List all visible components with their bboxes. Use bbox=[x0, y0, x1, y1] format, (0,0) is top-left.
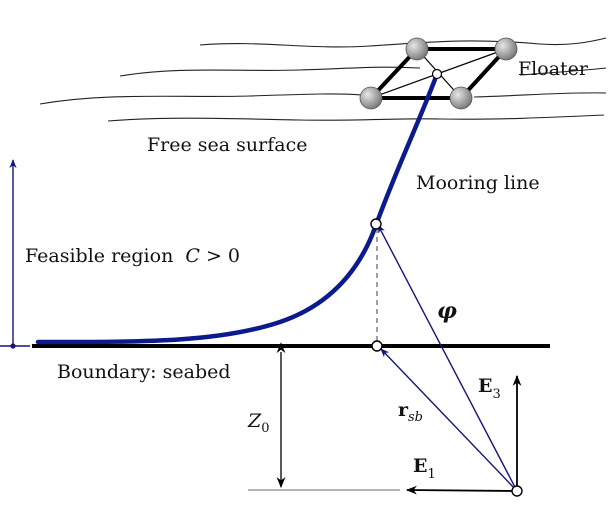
e1-label: E1 bbox=[413, 455, 436, 482]
wave-line-1 bbox=[199, 37, 607, 48]
rsb-main: r bbox=[398, 399, 409, 421]
e3-sub: 3 bbox=[492, 387, 500, 402]
feasible-region-text: Feasible region bbox=[25, 245, 173, 267]
z0-label: Z0 bbox=[247, 410, 269, 436]
feasible-region-arrow bbox=[0, 159, 30, 349]
e1-sub: 1 bbox=[427, 467, 435, 482]
phi-vector bbox=[377, 224, 518, 492]
floater-sphere-top-right bbox=[494, 37, 518, 61]
mooring-point bbox=[370, 218, 382, 230]
wave-line-2 bbox=[119, 66, 607, 77]
e3-main: E bbox=[478, 375, 492, 397]
boundary-label: Boundary: seabed bbox=[57, 361, 231, 383]
floater bbox=[359, 37, 518, 110]
phi-label: φ bbox=[437, 298, 457, 324]
z0-sub: 0 bbox=[261, 421, 269, 436]
e1-main: E bbox=[413, 455, 427, 477]
mooring-line bbox=[35, 71, 440, 345]
feasible-condition: > 0 bbox=[200, 245, 240, 267]
z0-dimension bbox=[248, 342, 400, 491]
floater-sphere-bottom-left bbox=[359, 86, 383, 110]
floater-label: Floater bbox=[518, 58, 589, 80]
vectors bbox=[377, 224, 522, 495]
origin-point bbox=[511, 485, 523, 497]
e1-axis-arrow bbox=[405, 485, 518, 495]
floater-sphere-top-left bbox=[405, 37, 429, 61]
feasible-symbol: C bbox=[185, 245, 200, 267]
e3-label: E3 bbox=[478, 375, 501, 402]
rsb-sub: sb bbox=[408, 410, 423, 425]
rsb-label: rsb bbox=[398, 399, 423, 425]
wave-line-4 bbox=[107, 114, 605, 122]
feasible-region-label: Feasible region C > 0 bbox=[25, 245, 240, 267]
seabed-projection-point bbox=[371, 340, 383, 352]
floater-sphere-bottom-right bbox=[449, 86, 473, 110]
rsb-vector bbox=[380, 348, 518, 492]
z0-main: Z bbox=[247, 410, 262, 432]
fairlead-point bbox=[431, 68, 443, 80]
wave-line-3 bbox=[39, 92, 607, 105]
mooring-line-label: Mooring line bbox=[416, 172, 540, 194]
free-sea-surface-label: Free sea surface bbox=[147, 134, 307, 156]
sea-surface-waves bbox=[39, 37, 607, 122]
